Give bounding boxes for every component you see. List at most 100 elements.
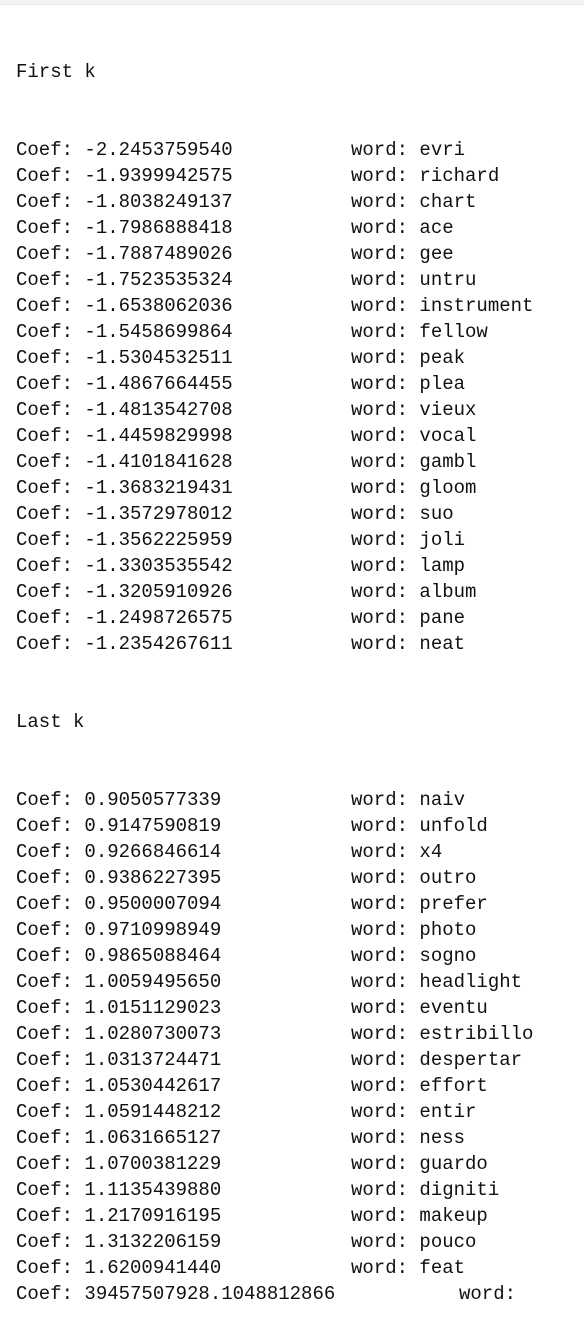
- last-k-header: Last k: [16, 711, 85, 733]
- coef-row: Coef: -1.4813542708 word: vieux: [16, 397, 582, 423]
- coef-value: Coef: 0.9386227395: [16, 867, 222, 889]
- coef-value: Coef: -1.3303535542: [16, 555, 233, 577]
- coef-value: Coef: 1.0700381229: [16, 1153, 222, 1175]
- coef-row: Coef: -1.4459829998 word: vocal: [16, 423, 582, 449]
- coef-row: Coef: -1.8038249137 word: chart: [16, 189, 582, 215]
- word-value: word: vieux: [351, 399, 477, 421]
- coef-value: Coef: -1.3683219431: [16, 477, 233, 499]
- coef-value: Coef: -1.4459829998: [16, 425, 233, 447]
- coef-value: Coef: -1.8038249137: [16, 191, 233, 213]
- coef-value: Coef: 1.0151129023: [16, 997, 222, 1019]
- word-value: word: pouco: [351, 1231, 477, 1253]
- coef-row: Coef: -1.6538062036 word: instrument: [16, 293, 582, 319]
- word-value: word: sogno: [351, 945, 477, 967]
- word-value: word: peak: [351, 347, 466, 369]
- first-k-header: First k: [16, 61, 96, 83]
- coef-value: Coef: -1.7887489026: [16, 243, 233, 265]
- coef-value: Coef: 1.2170916195: [16, 1205, 222, 1227]
- coef-value: Coef: -1.4867664455: [16, 373, 233, 395]
- word-value: word: headlight: [351, 971, 523, 993]
- coef-row: Coef: 1.0059495650 word: headlight: [16, 969, 582, 995]
- coef-value: Coef: 1.0530442617: [16, 1075, 222, 1097]
- coef-value: Coef: -1.7986888418: [16, 217, 233, 239]
- word-value: word: prefer: [351, 893, 488, 915]
- coef-value: Coef: 0.9147590819: [16, 815, 222, 837]
- word-value: word: gambl: [351, 451, 477, 473]
- coef-value: Coef: 0.9710998949: [16, 919, 222, 941]
- coef-value: Coef: 1.0313724471: [16, 1049, 222, 1071]
- coef-value: Coef: -1.7523535324: [16, 269, 233, 291]
- word-value: word: suo: [351, 503, 454, 525]
- coef-value: Coef: -1.4813542708: [16, 399, 233, 421]
- word-value: word: makeup: [351, 1205, 488, 1227]
- word-value: word: vocal: [351, 425, 477, 447]
- word-value: word: instrument: [351, 295, 534, 317]
- coef-value: Coef: -1.3572978012: [16, 503, 233, 525]
- coef-row: Coef: -1.3683219431 word: gloom: [16, 475, 582, 501]
- word-value: word: photo: [351, 919, 477, 941]
- word-value: word: chart: [351, 191, 477, 213]
- word-value: word: gee: [351, 243, 454, 265]
- coef-value: Coef: 1.1135439880: [16, 1179, 222, 1201]
- coef-value: Coef: -1.5304532511: [16, 347, 233, 369]
- coef-value: Coef: 1.6200941440: [16, 1257, 222, 1279]
- coef-value: Coef: 1.0280730073: [16, 1023, 222, 1045]
- word-value: word: joli: [351, 529, 466, 551]
- coef-row: Coef: 1.6200941440 word: feat: [16, 1255, 582, 1281]
- coef-value: Coef: -1.3562225959: [16, 529, 233, 551]
- coef-row: Coef: 1.3132206159 word: pouco: [16, 1229, 582, 1255]
- coef-row: Coef: 1.0151129023 word: eventu: [16, 995, 582, 1021]
- coef-row: Coef: -1.3572978012 word: suo: [16, 501, 582, 527]
- coef-value: Coef: 1.3132206159: [16, 1231, 222, 1253]
- word-value: word: effort: [351, 1075, 488, 1097]
- word-value: word: x4: [351, 841, 443, 863]
- word-value: word: evri: [351, 139, 466, 161]
- coef-value: Coef: 1.0059495650: [16, 971, 222, 993]
- coef-row: Coef: -1.7986888418 word: ace: [16, 215, 582, 241]
- coef-value: Coef: 0.9266846614: [16, 841, 222, 863]
- coef-value: Coef: 0.9865088464: [16, 945, 222, 967]
- coef-value: Coef: 1.0591448212: [16, 1101, 222, 1123]
- coef-row: Coef: 1.0530442617 word: effort: [16, 1073, 582, 1099]
- coef-row: Coef: 0.9865088464 word: sogno: [16, 943, 582, 969]
- word-value: word: gloom: [351, 477, 477, 499]
- coef-value: Coef: 0.9050577339: [16, 789, 222, 811]
- coef-value: Coef: -1.2354267611: [16, 633, 233, 655]
- coef-value: Coef: -1.9399942575: [16, 165, 233, 187]
- coef-row: Coef: -1.5304532511 word: peak: [16, 345, 582, 371]
- word-value: word: ace: [351, 217, 454, 239]
- coef-value: Coef: -1.2498726575: [16, 607, 233, 629]
- word-value: word: outro: [351, 867, 477, 889]
- word-value: word: unfold: [351, 815, 488, 837]
- word-value: word: neat: [351, 633, 466, 655]
- word-value: word: feat: [351, 1257, 466, 1279]
- coef-value: Coef: -1.3205910926: [16, 581, 233, 603]
- word-value: word: guardo: [351, 1153, 488, 1175]
- word-value: word: album: [351, 581, 477, 603]
- word-value: word: despertar: [351, 1049, 523, 1071]
- coef-row: Coef: 0.9710998949 word: photo: [16, 917, 582, 943]
- word-value: word: eventu: [351, 997, 488, 1019]
- output-top-border: [0, 0, 584, 5]
- coef-row: Coef: -1.3562225959 word: joli: [16, 527, 582, 553]
- word-value: word: fellow: [351, 321, 488, 343]
- coef-value: Coef: -1.5458699864: [16, 321, 233, 343]
- coef-value: Coef: -1.6538062036: [16, 295, 233, 317]
- coef-row: Coef: -1.7887489026 word: gee: [16, 241, 582, 267]
